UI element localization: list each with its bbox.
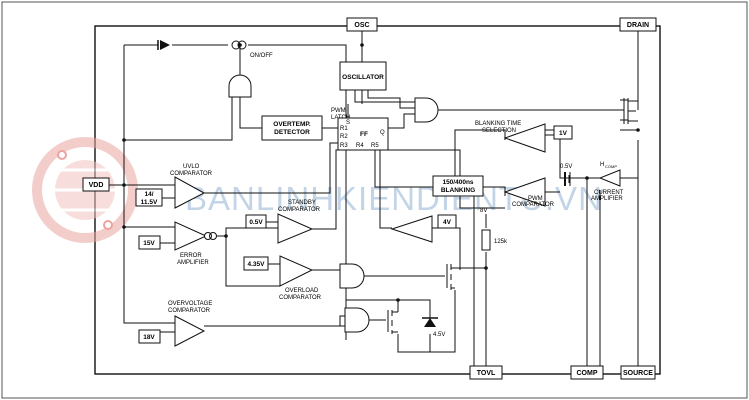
comparator-4v	[390, 215, 433, 243]
v8-label: 8V	[480, 208, 487, 214]
overtemp-label-1: OVERTEMP.	[273, 121, 311, 128]
ref-4v-box	[437, 214, 457, 229]
overload-label-2: COMPARATOR	[279, 295, 322, 301]
diode	[157, 40, 170, 50]
error-amp-label-1: ERROR	[180, 253, 202, 259]
overload-ref-box	[243, 256, 269, 271]
overload-comparator	[279, 255, 314, 287]
ff-pin-r5: R5	[371, 143, 379, 149]
pwm-comparator	[503, 177, 546, 207]
current-amplifier	[598, 169, 621, 187]
pin-tovl: TOVL	[469, 365, 503, 380]
error-amp-label-2: AMPLIFIER	[177, 260, 209, 266]
pin-osc: OSC	[346, 17, 378, 32]
pin-comp-label: COMP	[577, 370, 598, 377]
uvlo-comparator	[174, 176, 206, 209]
ff-pin-q: Q	[380, 130, 385, 136]
overvoltage-comparator	[174, 315, 206, 347]
and-gate-overvoltage	[344, 307, 370, 333]
overvoltage-ref: 18V	[143, 334, 155, 341]
blank-sel-label-1: BLANKING TIME	[475, 121, 521, 127]
uvlo-ref-1: 14/	[144, 191, 153, 198]
voltage-source-icon	[564, 172, 570, 186]
current-amp-label-1: CURRENT	[594, 190, 624, 196]
blank-sel-label-2: SELECTION	[482, 128, 516, 134]
on-off-label: ON/OFF	[250, 53, 273, 59]
resistor-125k	[481, 229, 491, 251]
overtemp-detector-block	[261, 115, 323, 141]
pwm-comp-label-1: PWM	[528, 196, 543, 202]
hcomp-label: H	[600, 162, 604, 168]
and-gate-driver	[414, 97, 439, 123]
overvoltage-label-2: COMPARATOR	[168, 308, 211, 314]
mosfet-ovp-icon	[387, 310, 398, 334]
ff-block	[337, 117, 389, 151]
standby-label-1: STANDBY	[288, 200, 316, 206]
ff-pin-r1: R1	[340, 126, 348, 132]
overload-ref: 4.35V	[248, 261, 266, 268]
standby-ref-box	[245, 214, 267, 229]
zener-diode-icon	[422, 317, 438, 327]
pwm-latch-label-1: PWM	[331, 108, 346, 114]
pin-osc-label: OSC	[354, 22, 369, 29]
oscillator-label: OSCILLATOR	[342, 74, 384, 81]
pin-source: SOURCE	[620, 365, 656, 380]
overvoltage-label-1: OVERVOLTAGE	[168, 301, 212, 307]
standby-comparator	[277, 213, 314, 244]
power-mosfet-icon	[620, 98, 638, 124]
wiring	[109, 31, 639, 366]
pin-drain-label: DRAIN	[627, 22, 649, 29]
ff-pin-r4: R4	[356, 143, 364, 149]
pin-source-label: SOURCE	[623, 370, 653, 377]
blanking-label-2: BLANKING	[441, 187, 475, 194]
pin-drain: DRAIN	[619, 17, 657, 32]
hcomp-sub-label: COMP	[605, 164, 617, 169]
blanking-block	[432, 175, 484, 197]
ref-4v: 4V	[443, 219, 452, 226]
blanking-label-1: 150/400ns	[442, 179, 473, 186]
uvlo-label-1: UVLO	[183, 164, 200, 170]
error-ref: 15V	[143, 240, 155, 247]
overtemp-label-2: DETECTOR	[274, 129, 310, 136]
pwm-comp-label-2: COMPARATOR	[512, 202, 555, 208]
and-gate-overload	[339, 263, 365, 289]
standby-ref: 0.5V	[249, 219, 263, 226]
v05-label: 0.5V	[560, 164, 572, 170]
ff-pin-r2: R2	[340, 134, 348, 140]
mosfet-tovl-icon	[446, 264, 460, 290]
ff-pin-r3: R3	[340, 143, 348, 149]
overvoltage-ref-box	[138, 329, 161, 344]
oscillator-block	[339, 61, 387, 91]
ff-label: FF	[360, 131, 368, 138]
ref-1v-box	[553, 125, 573, 140]
current-source-onoff	[231, 40, 247, 50]
pin-tovl-label: TOVL	[477, 370, 496, 377]
and-gate-onoff	[228, 74, 252, 98]
pin-vdd: VDD	[82, 177, 110, 192]
pin-vdd-label: VDD	[89, 182, 104, 189]
error-ref-box	[138, 235, 161, 250]
error-amplifier	[174, 221, 208, 251]
pin-comp: COMP	[570, 365, 604, 380]
uvlo-label-2: COMPARATOR	[170, 171, 213, 177]
resistor-125k-label: 125k	[494, 239, 508, 245]
zener-label: 4.5V	[433, 332, 445, 338]
ff-pin-s: S	[346, 120, 350, 126]
uvlo-ref-2: 11.5V	[141, 199, 158, 206]
standby-label-2: COMPARATOR	[278, 207, 321, 213]
ref-1v: 1V	[559, 130, 568, 137]
current-amp-label-2: AMPLIFIER	[591, 196, 623, 202]
junction-dots	[122, 43, 640, 302]
blanking-time-comparator	[503, 123, 546, 153]
overload-label-1: OVERLOAD	[285, 288, 319, 294]
